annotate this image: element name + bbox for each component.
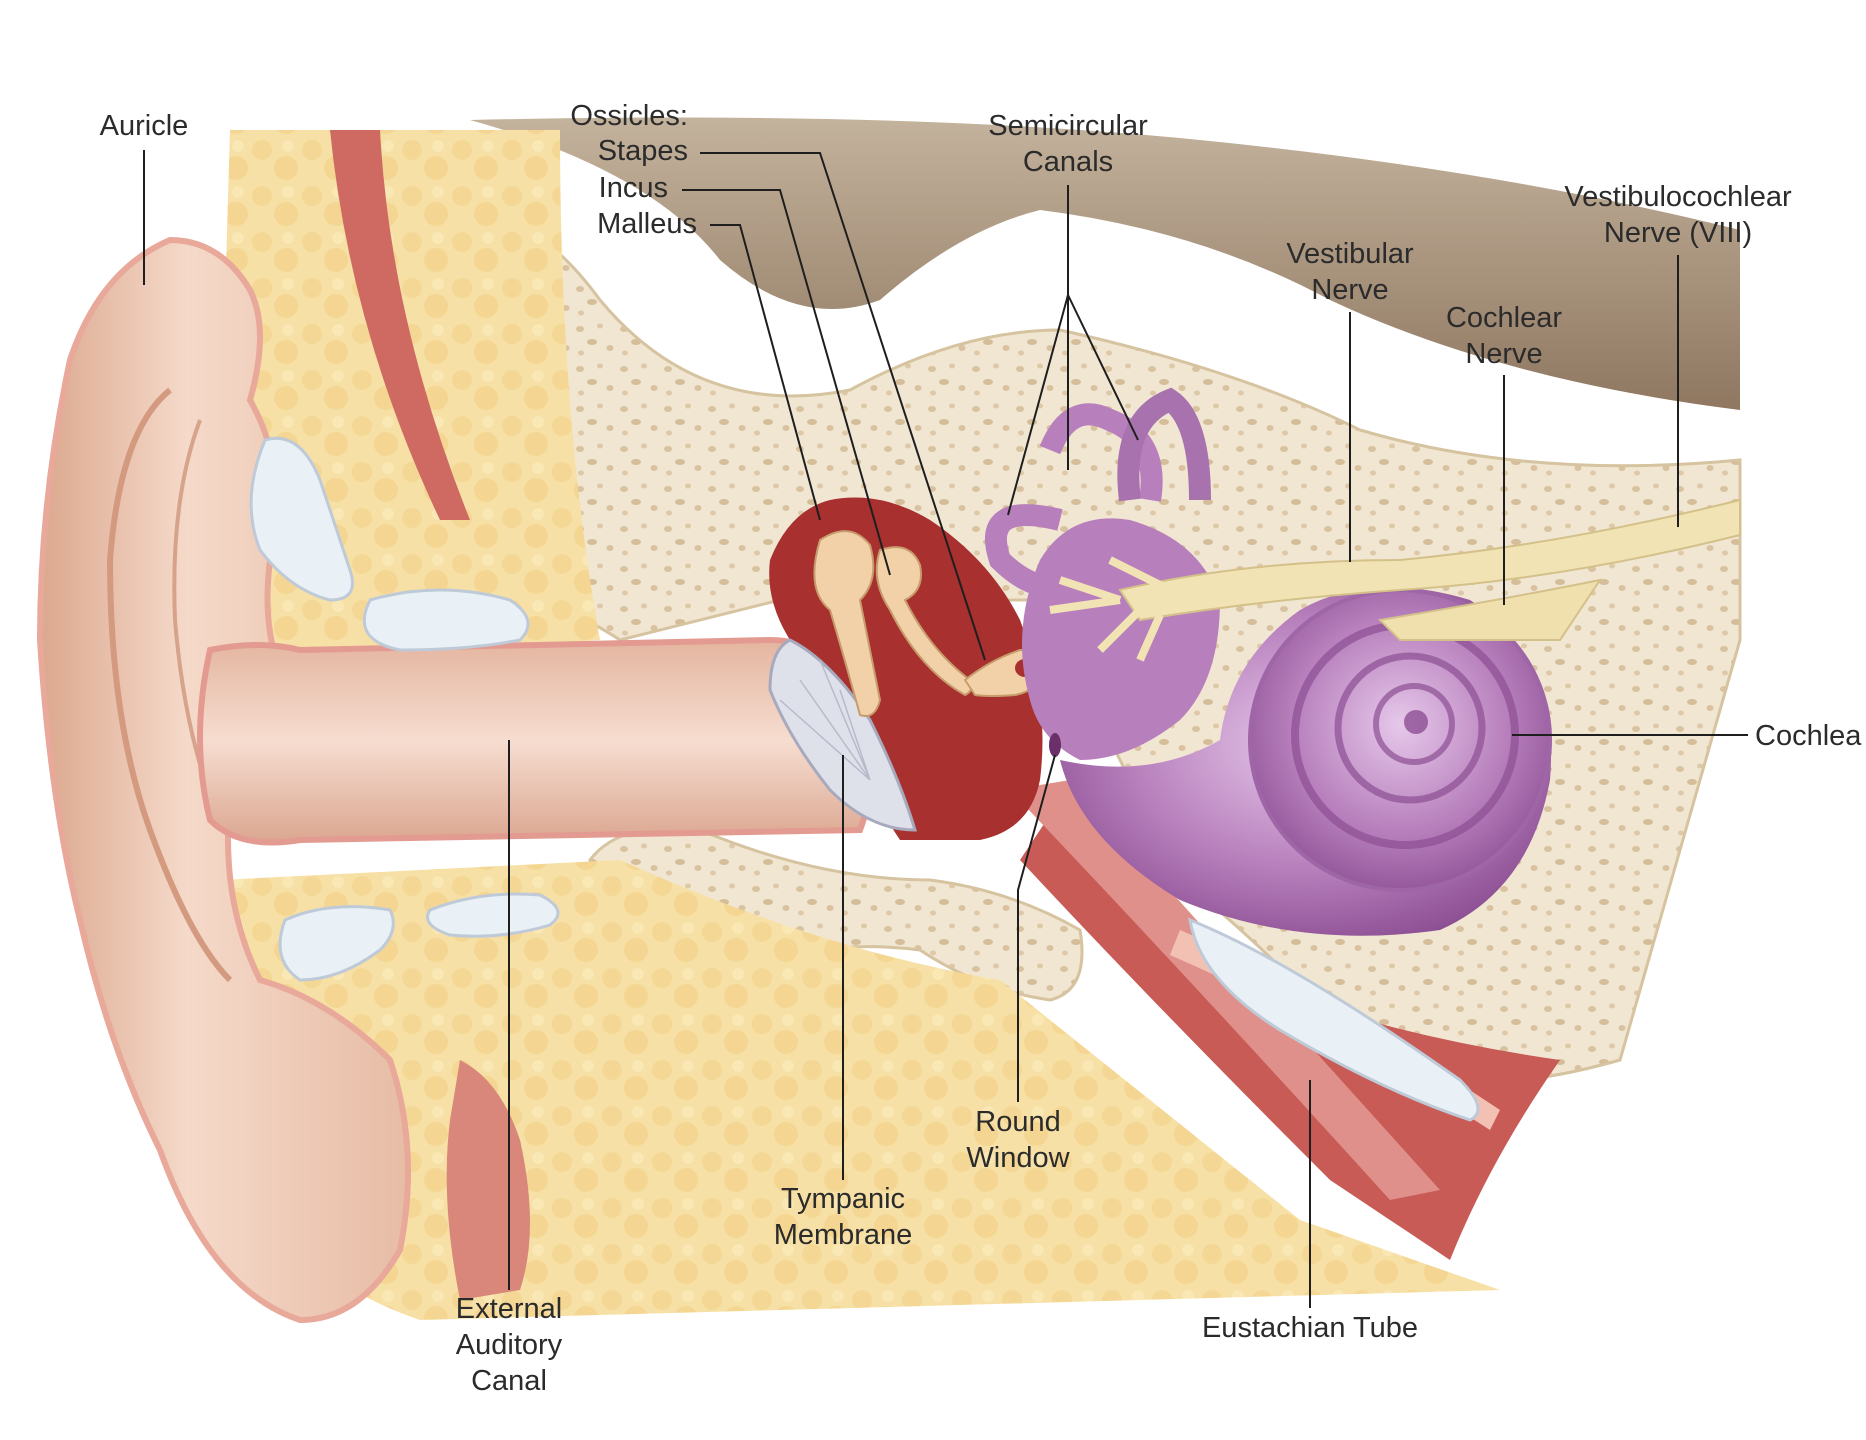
round-window-shape [1049, 733, 1061, 757]
label-vestibulocochlear-2: Nerve (VIII) [1604, 217, 1752, 249]
tympanic-rays [779, 659, 871, 781]
cochlea-spiral-3 [1334, 652, 1486, 804]
cochlea-spiral-5 [1404, 710, 1428, 734]
vestibular-nerve-shape [1118, 498, 1741, 622]
label-tympanic-1: Tympanic [781, 1183, 905, 1215]
label-vestibulocochlear-1: Vestibulocochlear [1564, 181, 1792, 213]
label-external-1: External [456, 1293, 562, 1325]
label-stapes: Stapes [598, 135, 688, 167]
label-auricle: Auricle [100, 110, 189, 142]
cochlea-spiral-4 [1373, 683, 1455, 765]
label-malleus: Malleus [597, 208, 697, 240]
label-semicircular-2: Canals [1023, 146, 1113, 178]
cartilage-3 [278, 905, 395, 982]
leader-round-window [1017, 754, 1056, 1102]
cartilage-4 [426, 892, 560, 938]
label-external-3: Canal [471, 1365, 547, 1397]
external-canal [197, 636, 873, 846]
label-vestibular-1: Vestibular [1286, 238, 1414, 270]
label-ossicles: Ossicles: [570, 100, 688, 132]
nerve-branches [1049, 556, 1172, 662]
label-eustachian: Eustachian Tube [1202, 1312, 1418, 1344]
label-semicircular-1: Semicircular [988, 110, 1148, 142]
label-cochlear-nerve-1: Cochlear [1446, 302, 1562, 334]
label-vestibular-2: Nerve [1311, 274, 1388, 306]
leader-stapes [700, 152, 986, 661]
cartilage-2 [362, 588, 530, 652]
label-incus: Incus [599, 172, 668, 204]
cranial-cavity [470, 117, 1740, 410]
auricle-fold [106, 387, 233, 983]
semicircular-canal-1 [1039, 403, 1163, 502]
label-round-window-1: Round [975, 1106, 1060, 1138]
label-round-window-2: Window [966, 1142, 1070, 1174]
label-cochlear-nerve-2: Nerve [1465, 338, 1542, 370]
label-cochlea: Cochlea [1755, 720, 1862, 752]
muscle-upper [330, 130, 470, 520]
cartilage-5 [1188, 917, 1480, 1122]
cochlear-nerve-shape [1377, 578, 1603, 642]
soft-tissue-lower [218, 860, 1500, 1320]
leader-semicircular-c [1067, 294, 1139, 441]
eustachian-tube-band [1010, 780, 1440, 1200]
malleus-shape [813, 530, 882, 717]
label-tympanic-2: Membrane [774, 1219, 913, 1251]
label-external-2: Auditory [456, 1329, 563, 1361]
semicircular-canal-2 [1117, 387, 1211, 502]
cartilage-1 [249, 436, 354, 602]
leader-malleus [710, 224, 821, 521]
leader-incus [682, 189, 891, 576]
leader-semicircular-a [1007, 294, 1069, 516]
